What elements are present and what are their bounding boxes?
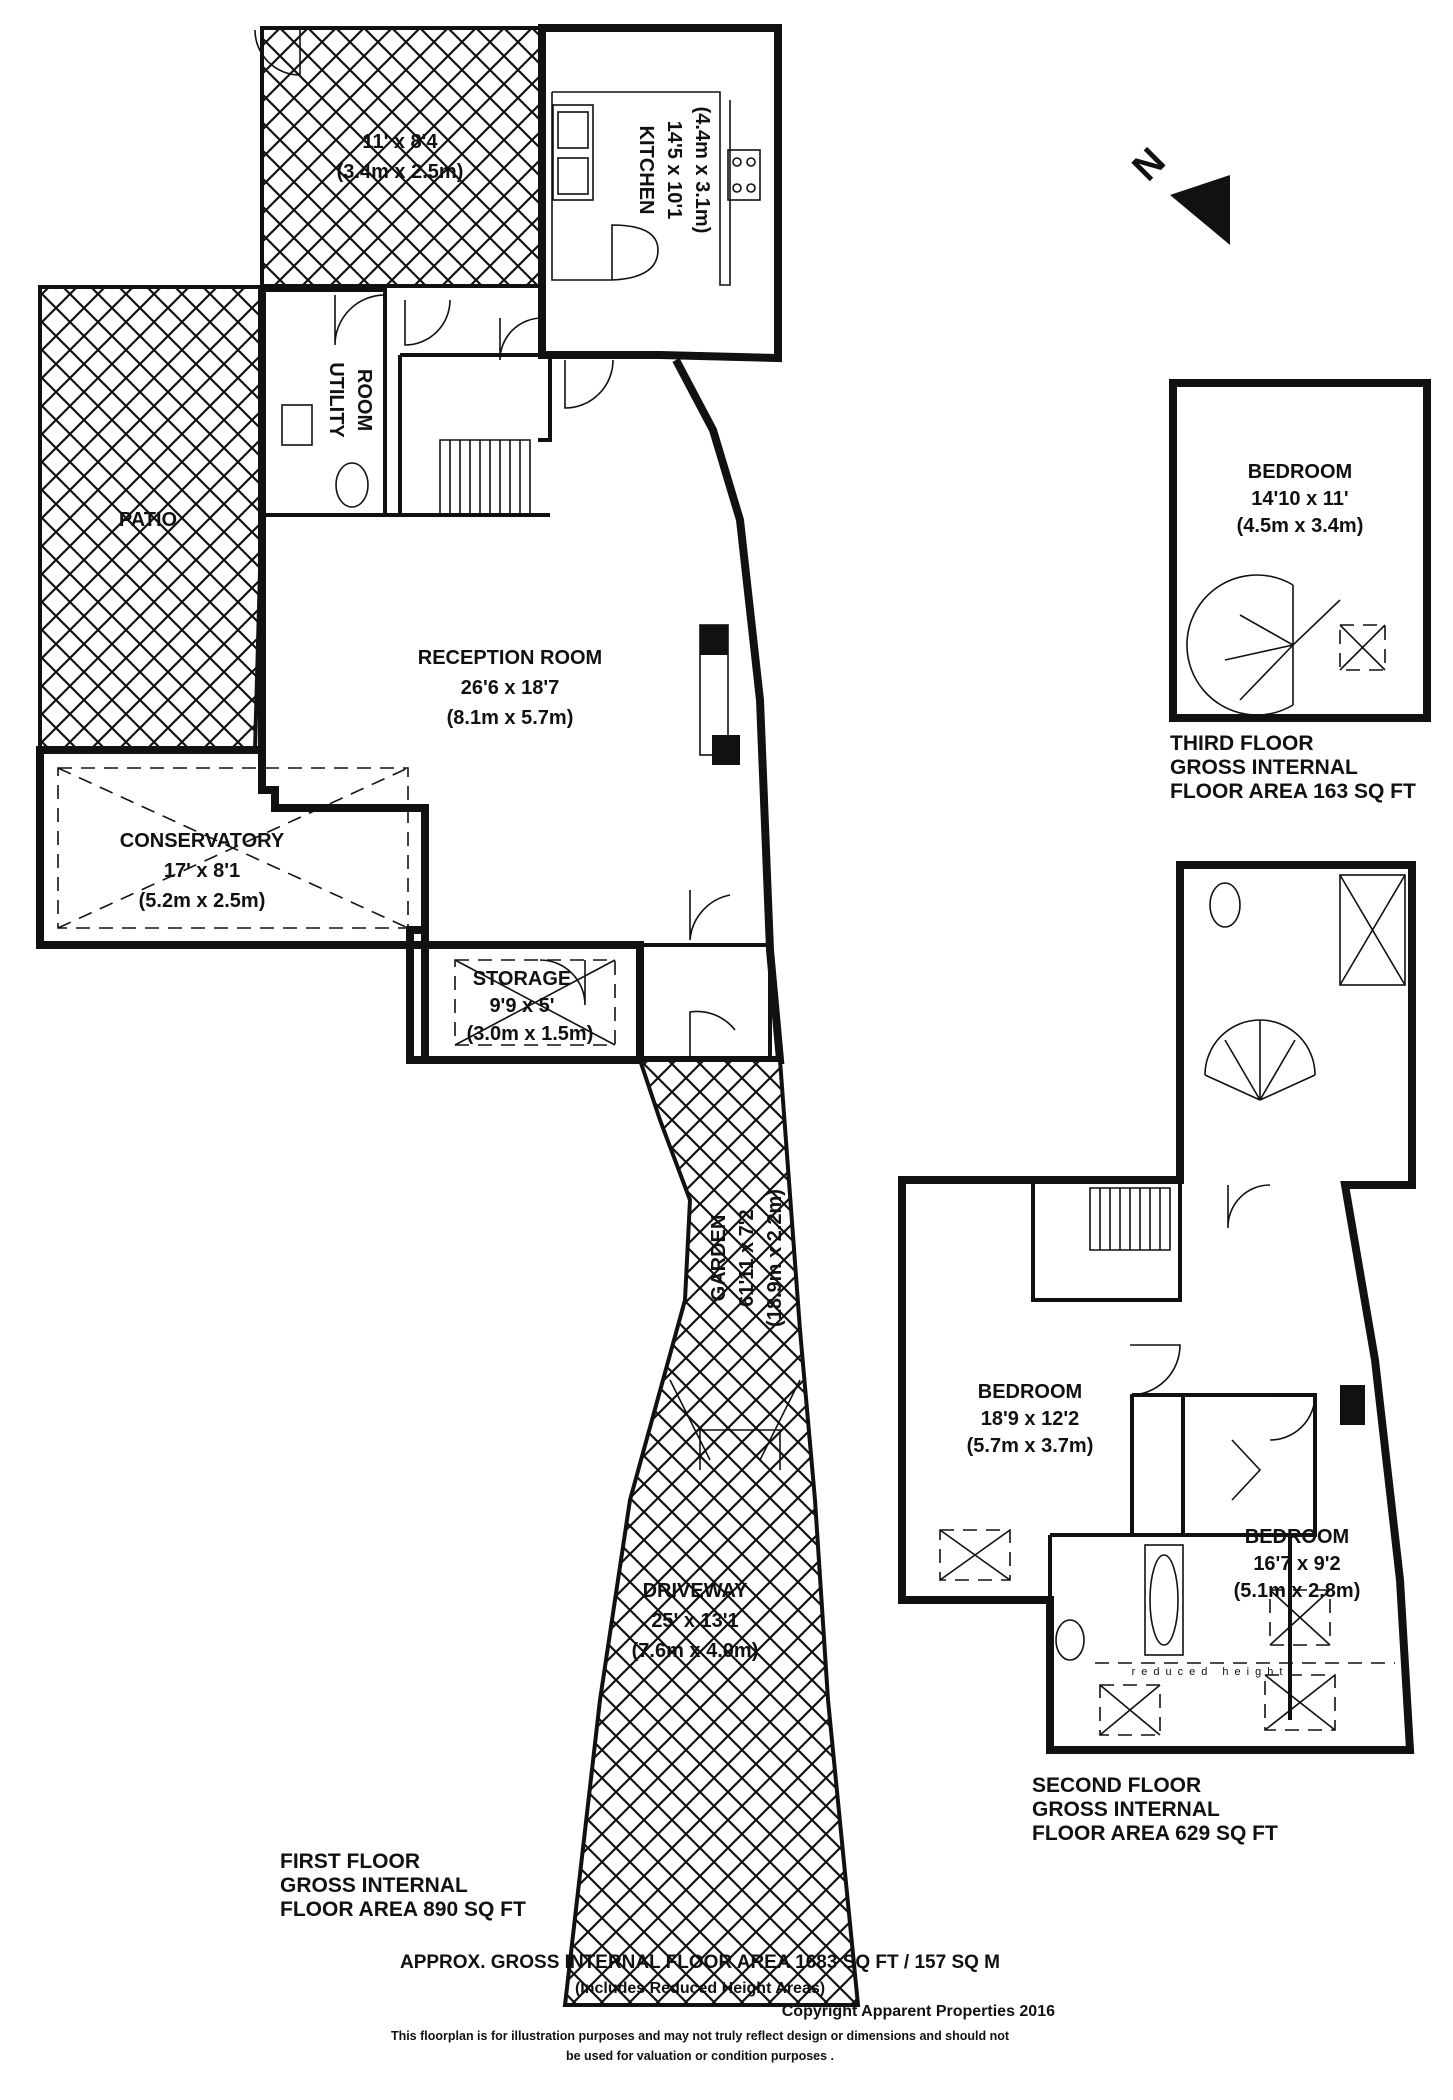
north-arrow-icon [1170,175,1230,245]
skylight-4 [1264,1674,1336,1731]
second-floor-line2: GROSS INTERNAL [1032,1798,1220,1821]
second-floor-line3: FLOOR AREA 629 SQ FT [1032,1822,1278,1845]
total-area: APPROX. GROSS INTERNAL FLOOR AREA 1683 S… [400,1952,1000,1973]
reception-metric: (8.1m x 5.7m) [447,707,574,729]
first-floor-line3: FLOOR AREA 890 SQ FT [280,1898,526,1921]
third-floor-line1: THIRD FLOOR [1170,732,1313,755]
kitchen-dims: 14'5 x 10'1 [663,121,685,220]
conservatory-name: CONSERVATORY [120,830,285,852]
second-floor-plan [898,861,1416,1754]
driveway-name: DRIVEWAY [643,1580,749,1602]
second-floor-line1: SECOND FLOOR [1032,1774,1201,1797]
bath-icon [1144,1544,1184,1656]
reception-name: RECEPTION ROOM [418,647,602,669]
utility-label-2: ROOM [353,369,375,431]
shower-icon [1339,874,1406,986]
second-bedroom-2-dims: 16'7 x 9'2 [1253,1553,1340,1575]
second-bedroom-1-dims: 18'9 x 12'2 [981,1408,1080,1430]
kitchen-counter [551,91,731,286]
utility-walls [262,288,552,517]
conservatory-dims: 17' x 8'1 [164,860,240,882]
first-floor-plan [36,24,861,2007]
utility-label-1: UTILITY [325,362,347,438]
compass-label: N [1125,140,1174,189]
driveway-dims: 25' x 13'1 [651,1610,738,1632]
conservatory-metric: (5.2m x 2.5m) [139,890,266,912]
garden-driveway-area [562,1058,861,2007]
second-wc-icon [1055,1619,1085,1661]
second-bedroom-1-name: BEDROOM [978,1381,1082,1403]
third-bedroom-dims: 14'10 x 11' [1251,488,1348,510]
store-room-metric: (3.4m x 2.5m) [337,161,464,183]
utility-wc-icon [335,462,369,508]
disclaimer-line2: be used for valuation or condition purpo… [566,2049,834,2063]
chimney-second [1340,1385,1365,1425]
garden-metric: (18.9m x 2.2m) [764,1189,786,1327]
second-floor-outer-walls [898,861,1416,1754]
storage-metric: (3.0m x 1.5m) [467,1023,594,1045]
skylight-2 [1099,1684,1161,1736]
skylight-3 [1269,1589,1331,1646]
skylight-1 [939,1529,1011,1581]
third-bedroom-name: BEDROOM [1248,461,1352,483]
garden-name: GARDEN [708,1215,730,1302]
reduced-height-label: reduced height [1132,1666,1289,1678]
third-bedroom-metric: (4.5m x 3.4m) [1237,515,1364,537]
stairs-first [439,439,531,516]
storage-dims: 9'9 x 5' [489,995,554,1017]
spiral-stair-third [1186,574,1341,716]
reception-dims: 26'6 x 18'7 [461,677,560,699]
kitchen-metric: (4.4m x 3.1m) [691,107,713,234]
conservatory-walls [36,746,429,949]
garden-dims: 61'11 x 7'2 [736,1209,758,1306]
disclaimer-line1: This floorplan is for illustration purpo… [391,2029,1010,2043]
hob-icon [727,149,761,201]
third-bedroom-walls [1169,379,1431,722]
stairs-second [1089,1187,1171,1251]
storage-inner [454,959,616,1046]
third-floor-plan [1169,379,1431,722]
third-floor-line3: FLOOR AREA 163 SQ FT [1170,780,1416,803]
door-swing [254,29,301,76]
kitchen-walls [538,24,782,363]
third-floor-line2: GROSS INTERNAL [1170,756,1358,779]
second-bedroom-2-metric: (5.1m x 2.8m) [1234,1580,1361,1602]
utility-sink-icon [281,404,313,446]
spiral-stair-second [1204,1019,1316,1101]
driveway-metric: (7.6m x 4.0m) [632,1640,759,1662]
total-area-note: (Includes Reduced Height Areas) [575,1980,825,1997]
copyright: Copyright Apparent Properties 2016 [782,2003,1055,2020]
second-bedroom-2-name: BEDROOM [1245,1526,1349,1548]
conservatory-roof-lines [57,767,409,929]
store-room-dims: 11' x 8'4 [362,131,438,153]
first-floor-line2: GROSS INTERNAL [280,1874,468,1897]
first-floor-line1: FIRST FLOOR [280,1850,420,1873]
storage-name: STORAGE [473,968,572,990]
second-bedroom-1-metric: (5.7m x 3.7m) [967,1435,1094,1457]
patio-label: PATIO [119,509,177,531]
wc-icon [1209,882,1241,928]
compass: N [1125,140,1230,245]
kitchen-name: KITCHEN [635,126,657,215]
store-room-area [260,26,544,288]
sink-icon [552,104,594,201]
